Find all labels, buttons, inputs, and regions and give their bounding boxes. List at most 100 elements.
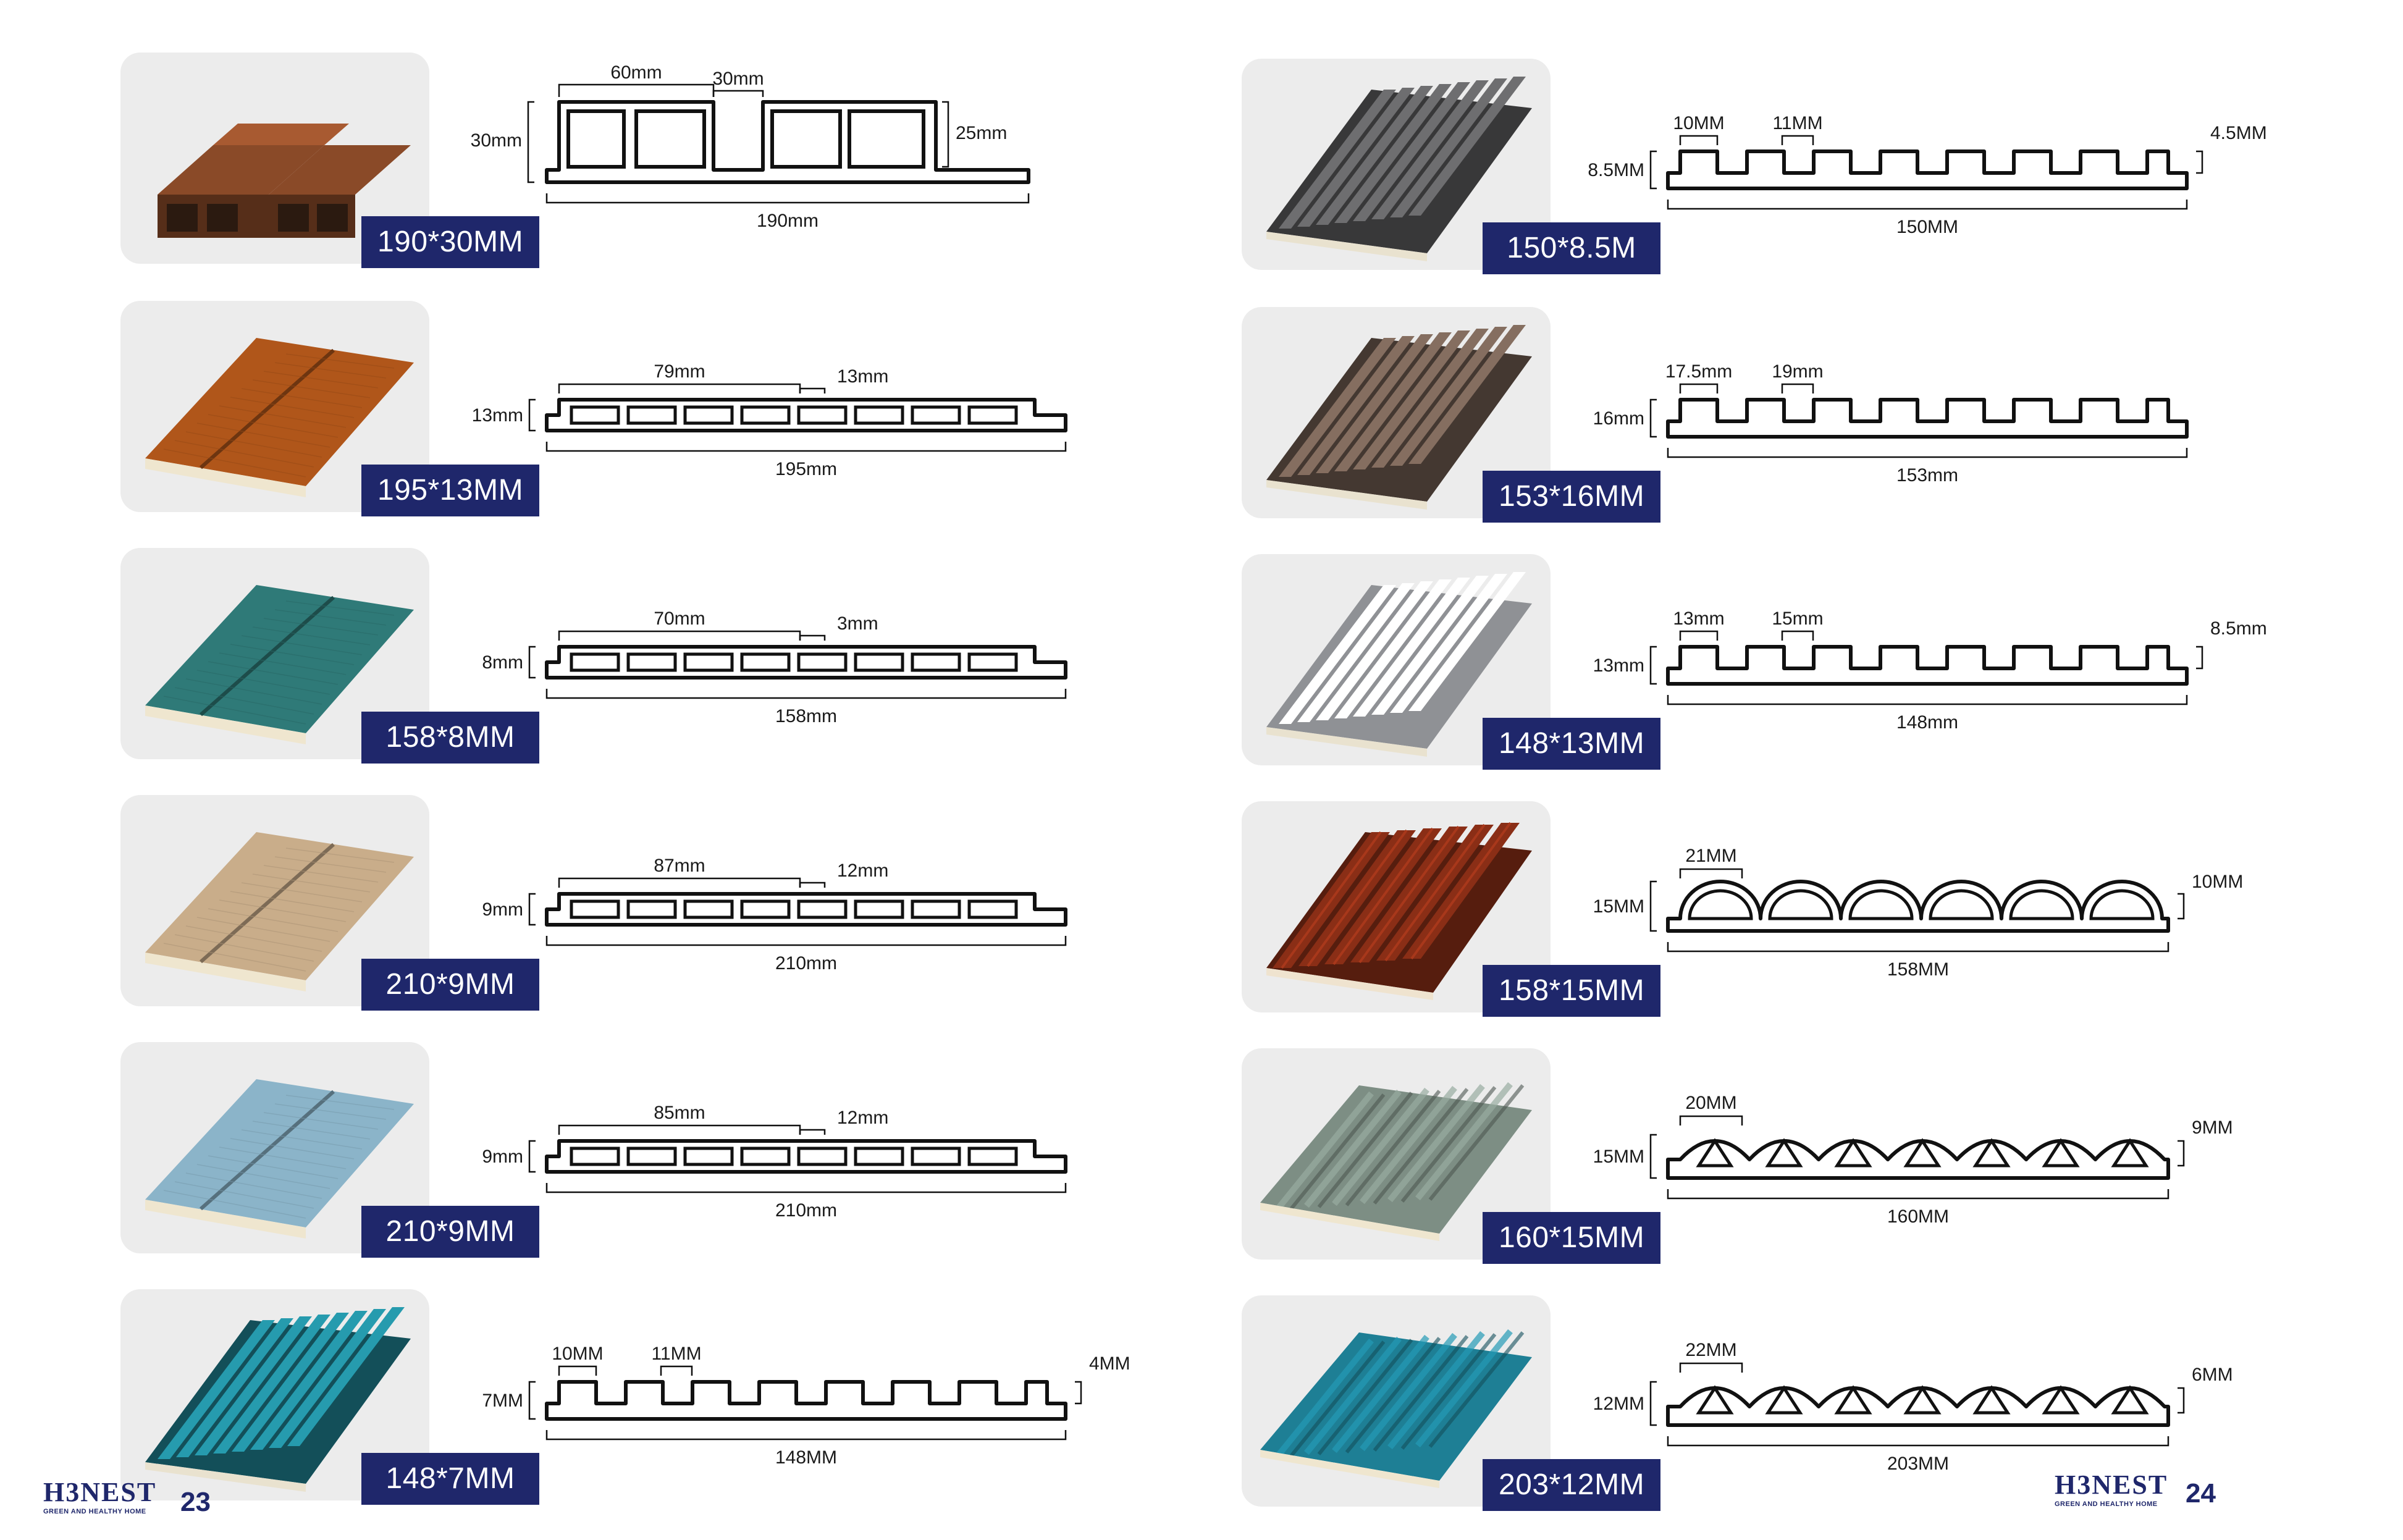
cross-section-diagram: 70mm 3mm 8mm 158mm [482,548,1282,770]
panel-illustration [145,1079,414,1239]
size-label: 203*12MM [1483,1459,1660,1511]
dimension-top-a: 85mm [654,1103,705,1123]
panel-image [145,338,414,497]
panel-illustration [1260,1082,1532,1241]
panel-image [1266,325,1532,510]
dimension-top-b: 19mm [1772,361,1823,382]
dimension-top-a: 10MM [1673,113,1724,133]
dimension-top-a: 79mm [654,361,705,382]
cross-section-outline [527,83,1030,204]
dimension-right: 25mm [956,123,1007,143]
panel-illustration [145,585,414,744]
panel-illustration [1266,572,1532,757]
dimension-top-b: 12mm [837,860,888,881]
panel-image [145,1079,414,1239]
cross-section-diagram: 85mm 12mm 9mm 210mm [482,1042,1282,1264]
cross-section-diagram: 87mm 12mm 9mm 210mm [482,795,1282,1017]
cross-section-outline [528,1365,1082,1441]
dimension-left: 12MM [1593,1394,1644,1414]
cross-section-outline [1649,1362,2185,1447]
dimension-left: 9mm [482,1147,523,1167]
panel-image [145,1307,411,1492]
dimension-top-b: 15mm [1772,608,1823,629]
dimension-right: 4.5MM [2210,123,2267,143]
dimension-right: 6MM [2192,1365,2233,1385]
panel-illustration [145,1307,411,1492]
panel-illustration [1266,77,1532,261]
dimension-overall-width: 210mm [775,1200,837,1221]
brand-logo: H3NEST GREEN AND HEALTHY HOME [43,1477,157,1515]
panel-image [1260,1082,1532,1241]
dimension-top-b: 3mm [837,613,878,634]
cross-section-diagram: 22MM 12MM 6MM 203MM [1593,1295,2403,1518]
cross-section-outline [1649,383,2189,458]
size-label: 148*7MM [361,1453,539,1505]
panel-image [158,124,411,238]
dimension-left: 9mm [482,899,523,920]
dimension-top-b: 12mm [837,1108,888,1128]
cross-section-outline [1649,630,2203,705]
product-photo [120,301,429,512]
dimension-top-a: 60mm [610,62,662,83]
dimension-overall-width: 203MM [1887,1454,1949,1474]
dimension-overall-width: 148mm [1896,712,1958,733]
dimension-overall-width: 195mm [775,459,837,479]
panel-illustration [145,832,414,991]
dimension-overall-width: 210mm [775,953,837,974]
dimension-left: 8.5MM [1588,160,1644,180]
product-row: 210*9MM 85mm 12mm 9mm 210mm [120,1042,1232,1277]
dimension-overall-width: 190mm [757,211,819,231]
dimension-overall-width: 148MM [775,1447,837,1468]
dimension-overall-width: 160MM [1887,1206,1949,1227]
dimension-left: 16mm [1593,408,1644,429]
dimension-top-a: 70mm [654,608,705,629]
dimension-overall-width: 158mm [775,706,837,726]
size-label: 210*9MM [361,959,539,1011]
panel-image [145,832,414,991]
dimension-left: 15MM [1593,1147,1644,1167]
product-photo [1242,1295,1551,1507]
panel-illustration [1260,1329,1532,1488]
size-label: 153*16MM [1483,471,1660,523]
size-label: 158*15MM [1483,965,1660,1017]
dimension-left: 7MM [482,1391,523,1411]
dimension-top-a: 22MM [1685,1340,1736,1360]
cross-section-diagram: 20MM 15MM 9MM 160MM [1593,1048,2403,1271]
dimension-top-a: 20MM [1685,1093,1736,1113]
dimension-overall-width: 153mm [1896,465,1958,486]
dimension-right: 10MM [2192,872,2243,892]
dimension-right: 9MM [2192,1117,2233,1138]
brand-logo: H3NEST GREEN AND HEALTHY HOME [2055,1470,2168,1508]
product-photo [120,795,429,1006]
dimension-top-a: 87mm [654,856,705,876]
dimension-top-a: 21MM [1685,846,1736,866]
product-row: 210*9MM 87mm 12mm 9mm 210mm [120,795,1232,1030]
dimension-top-b: 11MM [651,1344,701,1364]
panel-illustration [1266,822,1532,1000]
dimension-top-a: 13mm [1673,608,1724,629]
size-label: 210*9MM [361,1206,539,1258]
size-label: 190*30MM [361,216,539,268]
panel-illustration [158,124,411,238]
cross-section-outline [528,630,1067,699]
page-number: 23 [180,1487,211,1517]
dimension-overall-width: 150MM [1896,217,1958,237]
dimension-top-a: 10MM [552,1344,603,1364]
cross-section-outline [1649,135,2203,210]
product-row: 203*12MM 22MM 12MM 6MM 203MM [1242,1295,2354,1530]
dimension-right: 8.5mm [2210,618,2267,639]
cross-section-outline [528,383,1067,452]
dimension-left: 8mm [482,652,523,673]
